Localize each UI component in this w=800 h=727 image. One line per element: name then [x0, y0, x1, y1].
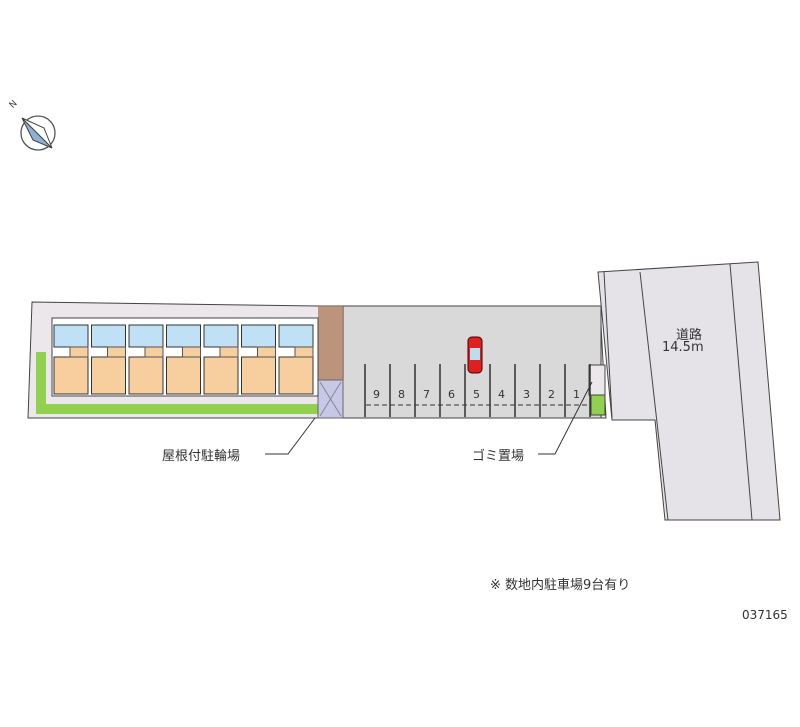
- stall-number: 6: [448, 388, 455, 401]
- car-icon: [467, 336, 483, 374]
- compass-label: N: [8, 99, 20, 111]
- apartment-unit: [278, 324, 314, 395]
- road: [597, 261, 781, 521]
- grass-strip: [36, 352, 46, 414]
- stall-number: 8: [398, 388, 405, 401]
- stall-number: 1: [573, 388, 580, 401]
- road-width: 14.5m: [662, 340, 704, 355]
- stall-number: 9: [373, 388, 380, 401]
- stall-number: 2: [548, 388, 555, 401]
- apartment-unit: [166, 324, 201, 395]
- stall-number: 4: [498, 388, 505, 401]
- bicycle-parking-label: 屋根付駐輪場: [162, 449, 241, 464]
- stall-number: 5: [473, 388, 480, 401]
- garbage-area: [588, 364, 606, 396]
- apartment-unit: [128, 324, 164, 395]
- stall-number: 7: [423, 388, 430, 401]
- apartment-unit: [91, 324, 126, 395]
- stairs: [318, 306, 343, 380]
- property-code: 037165: [742, 608, 788, 622]
- parking-note: ※ 数地内駐車場9台有り: [490, 578, 631, 593]
- stall-number: 3: [523, 388, 530, 401]
- apartment-unit: [241, 324, 276, 395]
- garden: [590, 394, 606, 416]
- apartment-unit: [203, 324, 239, 395]
- garbage-label: ゴミ置場: [472, 449, 525, 464]
- apartment-unit: [53, 324, 89, 395]
- garbage-leader-line: [538, 381, 593, 455]
- compass-icon: [20, 115, 56, 151]
- road-name: 道路: [676, 328, 703, 343]
- bicycle-leader-line: [265, 417, 316, 455]
